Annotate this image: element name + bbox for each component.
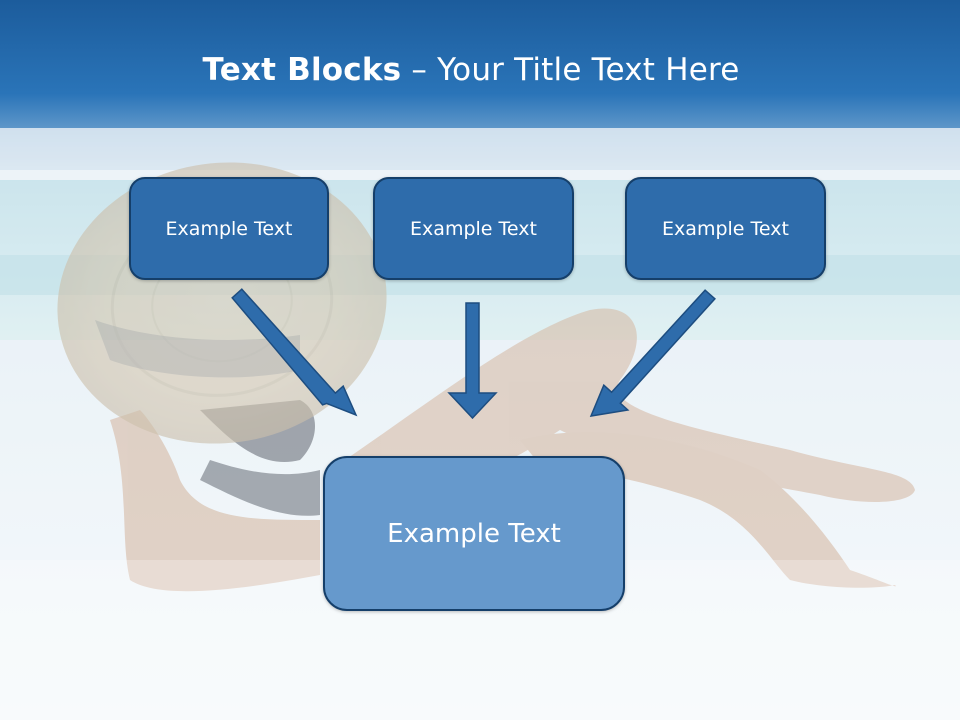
title-dash: – <box>401 52 438 88</box>
arrow-center <box>447 302 498 420</box>
arrow-left <box>231 288 358 417</box>
block-3-label: Example Text <box>662 217 789 240</box>
slide-title: Text Blocks – Your Title Text Here <box>0 52 942 88</box>
block-2-label: Example Text <box>410 217 537 240</box>
example-text-block-2[interactable]: Example Text <box>373 177 574 280</box>
example-text-block-3[interactable]: Example Text <box>625 177 826 280</box>
center-block-label: Example Text <box>387 518 561 549</box>
title-rest-text: Your Title Text Here <box>437 52 740 88</box>
block-1-label: Example Text <box>165 217 293 240</box>
arrow-right <box>589 289 716 417</box>
example-text-block-1[interactable]: Example Text <box>129 177 329 280</box>
example-text-center-block[interactable]: Example Text <box>323 456 625 611</box>
title-bold-text: Text Blocks <box>202 52 402 88</box>
